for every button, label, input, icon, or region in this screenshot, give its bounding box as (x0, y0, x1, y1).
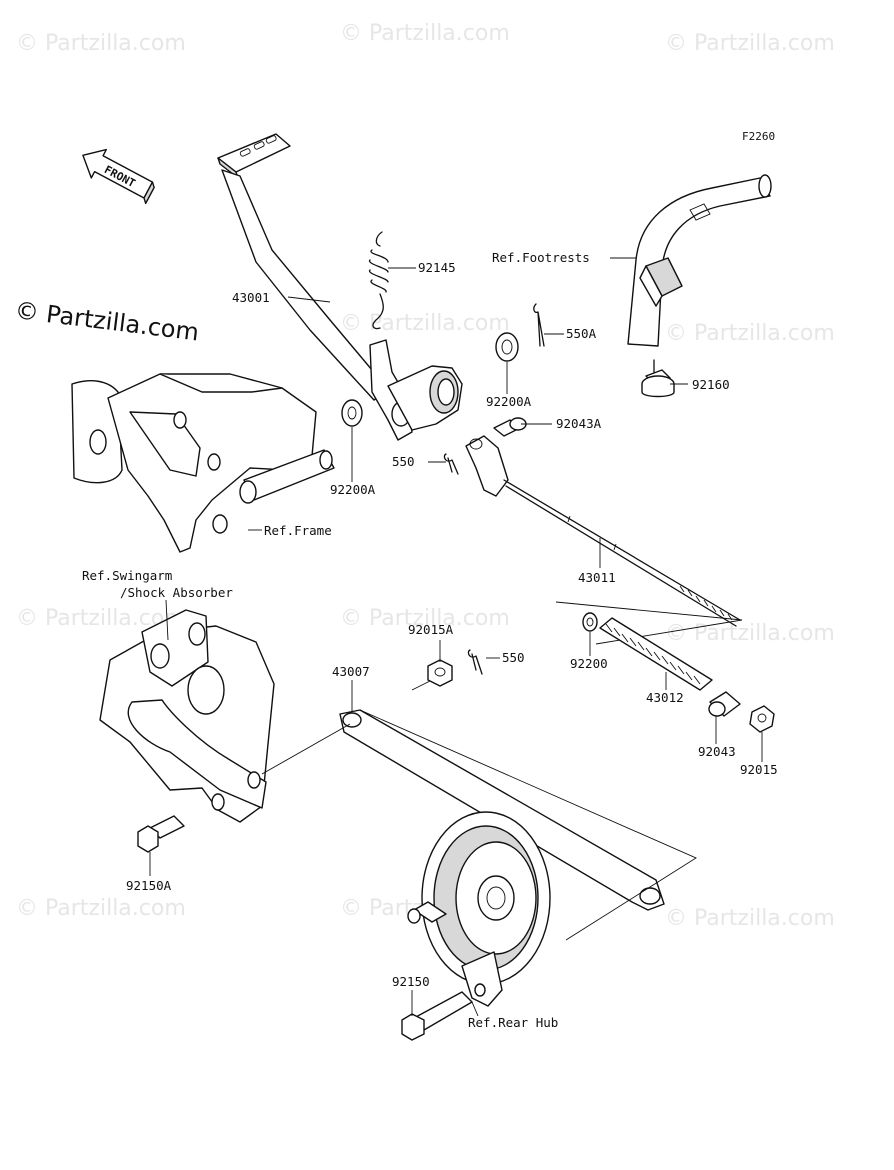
label-550A: 550A (566, 326, 597, 341)
label-ref-shock-absorber: /Shock Absorber (120, 585, 233, 600)
label-92200: 92200 (570, 656, 608, 671)
bolt-92160 (641, 359, 675, 398)
torque-link (339, 709, 665, 911)
label-ref-swingarm: Ref.Swingarm (82, 568, 172, 583)
label-550-top: 550 (392, 454, 415, 469)
watermark: © Partzilla.com (340, 606, 510, 631)
brake-rod (503, 479, 741, 627)
swingarm (99, 609, 275, 823)
cotter-pin-550A (533, 303, 545, 347)
front-arrow-icon: FRONT (82, 148, 155, 205)
washer-92200A-top (495, 332, 519, 362)
part-labels: 43001 92145 550A 92200A 92043A 550 92200… (82, 250, 778, 1030)
return-spring (368, 231, 389, 330)
footrest (627, 174, 772, 347)
label-92160: 92160 (692, 377, 730, 392)
label-92200A-top: 92200A (486, 394, 532, 409)
nut-92015 (749, 705, 775, 733)
label-ref-frame: Ref.Frame (264, 523, 332, 538)
watermark: © Partzilla.com (340, 21, 510, 46)
brake-pedal (217, 133, 463, 441)
compression-spring-43012 (599, 617, 713, 691)
pin-92043A (493, 417, 527, 437)
nut-92015A (427, 659, 453, 687)
copyright-text: © Partzilla.com (13, 296, 200, 346)
label-550-mid: 550 (502, 650, 525, 665)
watermark: © Partzilla.com (665, 621, 835, 646)
label-92150A: 92150A (126, 878, 172, 893)
label-92200A-bottom: 92200A (330, 482, 376, 497)
watermark: © Partzilla.com (340, 311, 510, 336)
bolt-92150A (137, 815, 185, 853)
watermark: © Partzilla.com (16, 31, 186, 56)
assembly-bracket-line (555, 601, 743, 645)
watermark: © Partzilla.com (665, 906, 835, 931)
label-43011: 43011 (578, 570, 616, 585)
pin-92043 (708, 691, 741, 717)
watermark: © Partzilla.com (665, 321, 835, 346)
label-43001: 43001 (232, 290, 270, 305)
label-43007: 43007 (332, 664, 370, 679)
watermark: © Partzilla.com (16, 896, 186, 921)
label-43012: 43012 (646, 690, 684, 705)
label-ref-footrests: Ref.Footrests (492, 250, 590, 265)
washer-92200 (582, 612, 598, 632)
label-92150: 92150 (392, 974, 430, 989)
label-92015A: 92015A (408, 622, 454, 637)
washer-92200A-bottom (341, 399, 363, 427)
frame (71, 373, 335, 553)
diagram-code: F2260 (742, 130, 775, 143)
bolt-92150 (401, 991, 473, 1041)
cotter-pin-550-top (443, 453, 459, 475)
label-92043: 92043 (698, 744, 736, 759)
rear-hub-brake-panel (407, 811, 551, 1007)
leader-lines (149, 257, 763, 1017)
label-92015: 92015 (740, 762, 778, 777)
label-ref-rear-hub: Ref.Rear Hub (468, 1015, 558, 1030)
label-92043A: 92043A (556, 416, 602, 431)
clevis (465, 435, 509, 497)
label-92145: 92145 (418, 260, 456, 275)
watermark: © Partzilla.com (665, 31, 835, 56)
cotter-pin-550-mid (467, 649, 483, 675)
